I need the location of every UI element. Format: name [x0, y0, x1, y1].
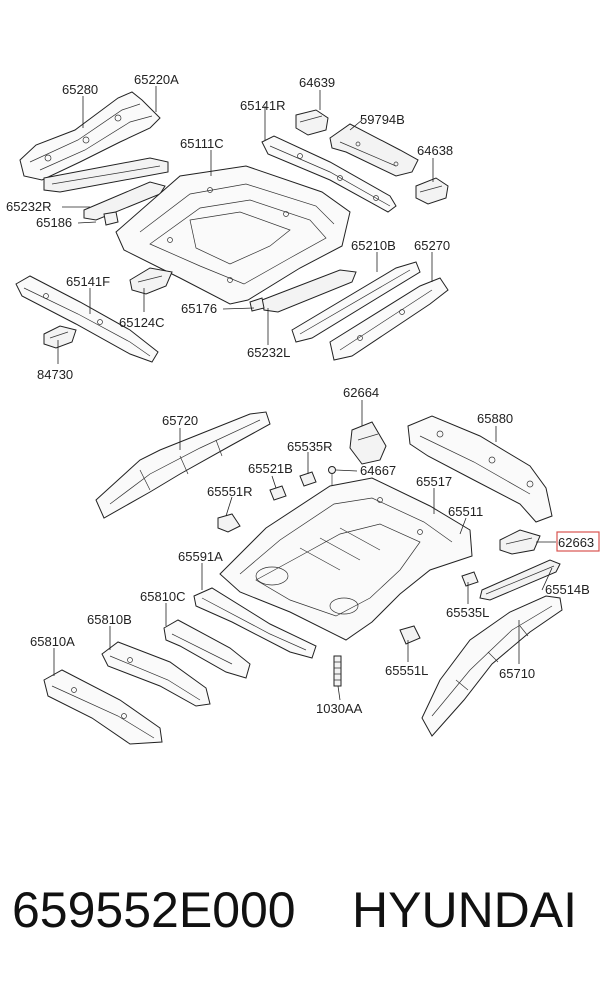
- label-84730[interactable]: 84730: [37, 367, 73, 382]
- label-65720[interactable]: 65720: [162, 413, 198, 428]
- brand-text: HYUNDAI: [352, 882, 578, 938]
- label-65232L[interactable]: 65232L: [247, 345, 290, 360]
- label-65710[interactable]: 65710: [499, 666, 535, 681]
- part-65514B-strip[interactable]: [479, 559, 561, 601]
- part-65521B-bracket[interactable]: [269, 485, 287, 501]
- label-65810B[interactable]: 65810B: [87, 612, 132, 627]
- parts-diagram: 65280 65220A 64639 65141R 59794B 65111C …: [6, 72, 600, 745]
- part-62663-bracket[interactable]: [499, 529, 541, 555]
- label-65232R[interactable]: 65232R: [6, 199, 52, 214]
- part-65111C-front-floor-panel[interactable]: [115, 165, 351, 305]
- label-65810C[interactable]: 65810C: [140, 589, 186, 604]
- label-64667[interactable]: 64667: [360, 463, 396, 478]
- label-65270[interactable]: 65270: [414, 238, 450, 253]
- part-number-text: 659552E000: [12, 882, 296, 938]
- label-65141F[interactable]: 65141F: [66, 274, 110, 289]
- part-65810A-member[interactable]: [43, 669, 163, 745]
- part-65551R-bracket[interactable]: [217, 513, 241, 533]
- label-1030AA[interactable]: 1030AA: [316, 701, 363, 716]
- part-64638-bracket[interactable]: [415, 177, 449, 205]
- part-59794B-bracket[interactable]: [329, 123, 419, 177]
- part-65141R-cross-member[interactable]: [261, 135, 397, 213]
- part-65141F-cross-member[interactable]: [15, 275, 159, 363]
- label-65810A[interactable]: 65810A: [30, 634, 75, 649]
- label-62663[interactable]: 62663: [558, 535, 594, 550]
- label-65111C[interactable]: 65111C: [180, 136, 224, 151]
- part-65511-rear-floor-panel[interactable]: [219, 477, 473, 641]
- label-65535L[interactable]: 65535L: [446, 605, 489, 620]
- label-65535R[interactable]: 65535R: [287, 439, 333, 454]
- part-62664-bracket[interactable]: [349, 421, 387, 465]
- part-65176-bracket[interactable]: [249, 297, 265, 312]
- part-65210B-side-member[interactable]: [291, 261, 421, 343]
- label-65124C[interactable]: 65124C: [119, 315, 165, 330]
- part-65535R-bracket[interactable]: [299, 471, 317, 487]
- footer: 659552E000 HYUNDAI: [0, 870, 600, 950]
- leader-lines: [53, 86, 556, 701]
- part-1030AA-stud[interactable]: [333, 655, 342, 687]
- part-65220A-side-member[interactable]: [19, 91, 161, 181]
- label-59794B[interactable]: 59794B: [360, 112, 405, 127]
- part-65810B-member[interactable]: [101, 641, 211, 707]
- part-65720-rear-side-member[interactable]: [95, 411, 271, 519]
- label-65514B[interactable]: 65514B: [545, 582, 590, 597]
- label-65511[interactable]: 65511: [448, 504, 483, 519]
- label-65517[interactable]: 65517: [416, 474, 452, 489]
- label-65880[interactable]: 65880: [477, 411, 513, 426]
- part-65810C-member[interactable]: [163, 619, 251, 679]
- part-65232R-bracket[interactable]: [43, 157, 169, 193]
- part-64667-bolt[interactable]: [328, 466, 336, 487]
- part-65880-rear-cross-member[interactable]: [407, 415, 553, 523]
- label-65210B[interactable]: 65210B: [351, 238, 396, 253]
- part-84730-bracket[interactable]: [43, 325, 77, 349]
- part-65551L-bracket[interactable]: [399, 625, 421, 645]
- label-65551R[interactable]: 65551R: [207, 484, 253, 499]
- label-65551L[interactable]: 65551L: [385, 663, 428, 678]
- part-65124C-bracket[interactable]: [129, 267, 173, 295]
- label-64639[interactable]: 64639: [299, 75, 335, 90]
- label-64638[interactable]: 64638: [417, 143, 453, 158]
- part-65535L-bracket[interactable]: [461, 571, 479, 587]
- part-65232L-bracket[interactable]: [261, 269, 357, 313]
- label-65220A[interactable]: 65220A: [134, 72, 179, 87]
- part-65591A-member[interactable]: [193, 587, 317, 659]
- label-65186[interactable]: 65186: [36, 215, 72, 230]
- label-65176[interactable]: 65176: [181, 301, 217, 316]
- label-65141R[interactable]: 65141R: [240, 98, 286, 113]
- part-65710-rear-side-member[interactable]: [421, 595, 563, 737]
- part-65270-side-member[interactable]: [329, 277, 449, 361]
- highlight-box-62663: [556, 531, 600, 552]
- part-64639-bracket[interactable]: [295, 109, 329, 136]
- label-65591A[interactable]: 65591A: [178, 549, 223, 564]
- label-65521B[interactable]: 65521B: [248, 461, 293, 476]
- label-65280[interactable]: 65280: [62, 82, 98, 97]
- part-labels: 65280 65220A 64639 65141R 59794B 65111C …: [6, 72, 600, 716]
- label-62664[interactable]: 62664: [343, 385, 379, 400]
